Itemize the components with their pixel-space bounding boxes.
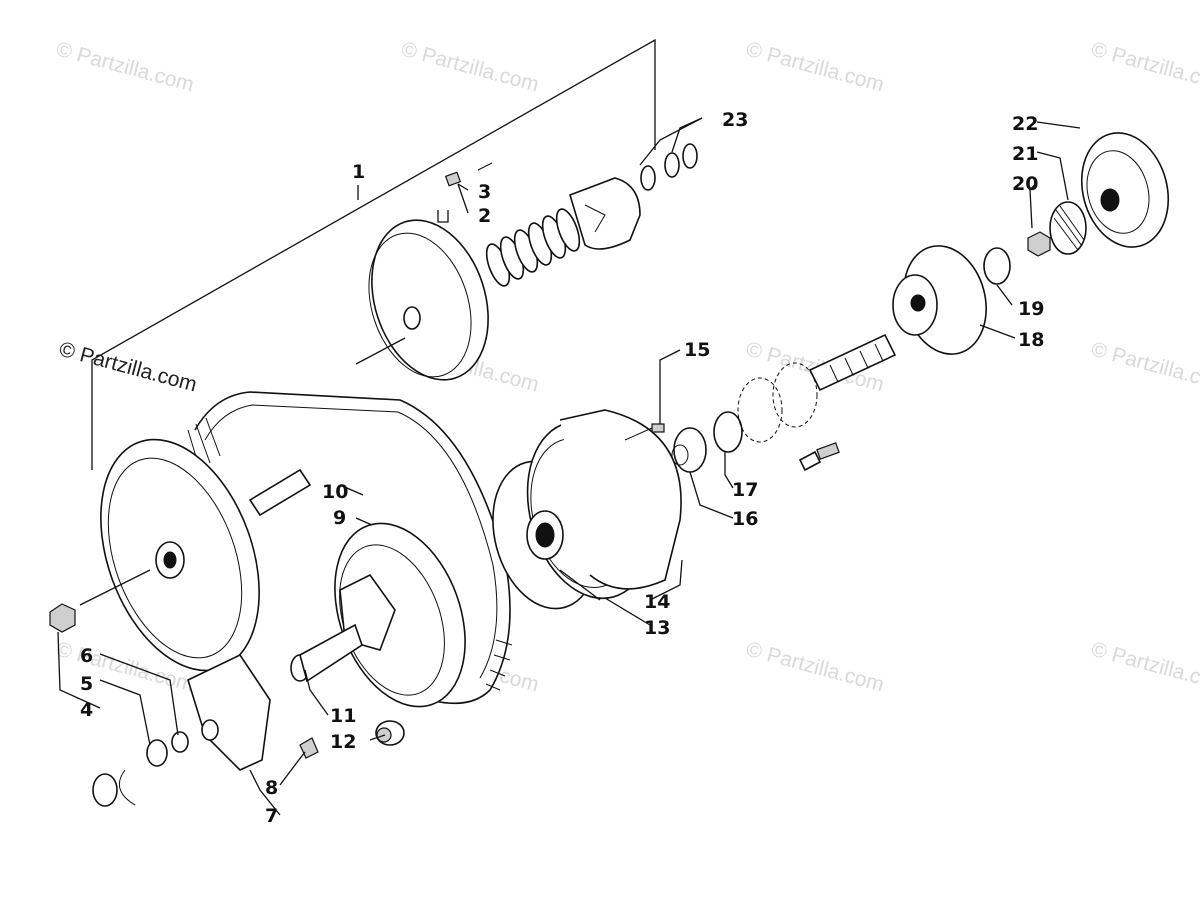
callout-20: 20: [1012, 173, 1038, 195]
center-clutch: [492, 409, 682, 610]
callout-10: 10: [322, 481, 348, 503]
callout-12: 12: [330, 731, 356, 753]
callout-labels: 1 2 3 4 5 6 7 8 9 10 11 12 13 14 15 16 1…: [80, 109, 1044, 827]
callout-4: 4: [80, 699, 93, 721]
watermark: © Partzilla.com: [399, 38, 542, 97]
callout-16: 16: [732, 508, 758, 530]
callout-17: 17: [732, 479, 758, 501]
callout-11: 11: [330, 705, 356, 727]
callout-7: 7: [265, 805, 278, 827]
callout-9: 9: [333, 507, 346, 529]
watermark: © Partzilla.com: [1089, 638, 1200, 697]
spring: [485, 208, 581, 287]
callout-18: 18: [1018, 329, 1044, 351]
watermark: © Partzilla.com: [1089, 338, 1200, 397]
watermark: © Partzilla.com: [744, 38, 887, 97]
drive-clutch: [79, 438, 466, 746]
callout-1: 1: [352, 161, 365, 183]
callout-19: 19: [1018, 298, 1044, 320]
callout-3: 3: [478, 181, 491, 203]
driven-clutch: [355, 143, 698, 381]
leader-lines: [57, 117, 1081, 816]
watermark-prominent: © Partzilla.com: [57, 338, 200, 397]
watermark: © Partzilla.com: [54, 38, 197, 97]
callout-2: 2: [478, 205, 491, 227]
callout-8: 8: [265, 777, 278, 799]
lower-left-parts: [49, 603, 319, 807]
callout-22: 22: [1012, 113, 1038, 135]
callout-14: 14: [644, 591, 670, 613]
output-shaft-assembly: [671, 132, 1170, 473]
watermark: © Partzilla.com: [1089, 38, 1200, 97]
callout-21: 21: [1012, 143, 1038, 165]
callout-13: 13: [644, 617, 670, 639]
watermark: © Partzilla.com: [744, 638, 887, 697]
callout-15: 15: [684, 339, 710, 361]
callout-6: 6: [80, 645, 93, 667]
callout-5: 5: [80, 673, 93, 695]
assembly-bracket: [91, 38, 656, 470]
callout-23: 23: [722, 109, 748, 131]
